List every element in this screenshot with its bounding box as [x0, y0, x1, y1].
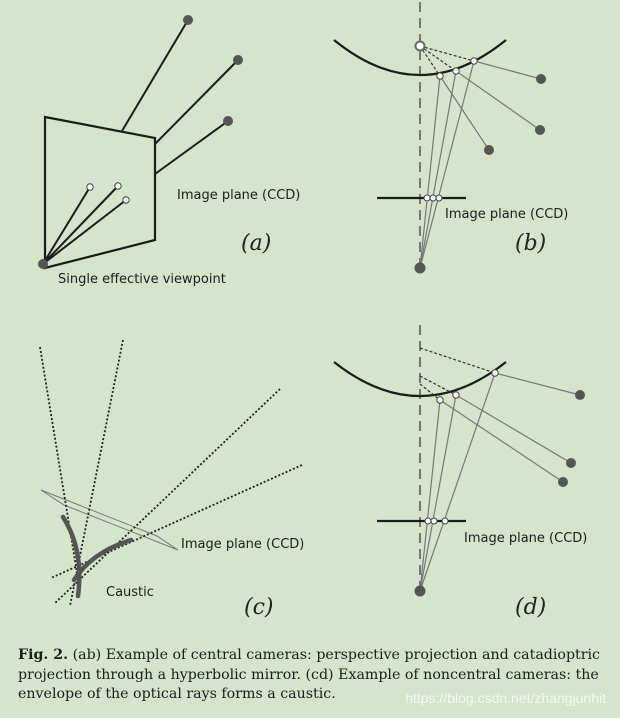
scene-point-d-2	[566, 458, 576, 468]
upper-focus-b	[414, 40, 426, 52]
image-point-a-3	[122, 196, 130, 204]
caustic-label: Caustic	[106, 585, 154, 600]
panel-d: Image plane (CCD) (d)	[333, 325, 587, 620]
focus-ray-b-3	[419, 45, 475, 62]
viewpoint-d	[414, 585, 426, 597]
camera-ray-b-3	[419, 60, 475, 269]
axis-ray-d-1	[419, 347, 496, 374]
focus-ray-b-2	[419, 45, 457, 72]
scene-ray-d-1	[439, 399, 564, 483]
scene-ray-b-1	[439, 75, 490, 151]
viewpoint-a	[38, 259, 48, 269]
image-point-b-2	[429, 194, 437, 202]
panel-tag-c: (c)	[244, 595, 274, 620]
hyperbolic-mirror-d	[333, 361, 507, 397]
scene-ray-d-2	[455, 394, 572, 464]
plane-label-b: Image plane (CCD)	[445, 207, 568, 222]
image-point-a-1	[86, 183, 94, 191]
scene-ray-b-3	[473, 60, 542, 80]
camera-ray-b-1	[419, 75, 441, 269]
scene-ray-d-3	[494, 372, 581, 396]
dotted-ray-c-2	[69, 339, 124, 607]
camera-ray-d-3	[419, 372, 496, 592]
scene-point-a-3	[223, 116, 233, 126]
figure-caption: Fig. 2. (ab) Example of central cameras:…	[18, 646, 608, 705]
camera-ray-d-1	[419, 399, 441, 592]
image-point-b-3	[435, 194, 443, 202]
panel-c: Image plane (CCD) Caustic (c)	[39, 339, 304, 620]
panel-b: Image plane (CCD) (b)	[333, 2, 568, 274]
focus-ray-b-1	[419, 45, 441, 77]
scene-point-d-1	[558, 477, 568, 487]
plane-label-a: Image plane (CCD)	[177, 188, 300, 203]
viewpoint-b	[414, 262, 426, 274]
scene-point-a-2	[233, 55, 243, 65]
panel-tag-a: (a)	[241, 231, 271, 256]
image-point-d-2	[430, 517, 438, 525]
ray-a-5	[42, 185, 119, 265]
image-point-a-2	[114, 182, 122, 190]
image-point-d-1	[424, 517, 432, 525]
caustic-curve	[60, 514, 82, 599]
ray-a-4	[42, 186, 91, 265]
camera-ray-b-2	[419, 70, 457, 269]
mirror-point-d-3	[491, 369, 499, 377]
figure-illustration: Image plane (CCD) Single effective viewp…	[38, 2, 587, 620]
dotted-ray-c-3	[53, 388, 281, 605]
image-plane-c	[40, 489, 179, 551]
scene-point-a-1	[183, 15, 193, 25]
viewpoint-label: Single effective viewpoint	[58, 272, 226, 287]
image-point-b-1	[423, 194, 431, 202]
axis-ray-d-3	[419, 383, 441, 401]
scene-point-b-3	[536, 74, 546, 84]
scene-point-b-2	[535, 125, 545, 135]
mirror-point-b-3	[470, 57, 478, 65]
panel-tag-b: (b)	[515, 231, 546, 256]
axis-ray-d-2	[419, 375, 457, 396]
ray-a-2	[154, 59, 239, 145]
caption-text: (ab) Example of central cameras: perspec…	[18, 647, 600, 702]
plane-label-d: Image plane (CCD)	[464, 531, 587, 546]
scene-point-b-1	[484, 145, 494, 155]
image-plane-a	[43, 115, 157, 270]
scene-point-d-3	[575, 390, 585, 400]
figure-number: Fig. 2.	[18, 647, 69, 663]
mirror-point-b-1	[436, 72, 444, 80]
panel-a: Image plane (CCD) Single effective viewp…	[38, 15, 300, 287]
mirror-point-b-2	[452, 67, 460, 75]
caustic-curve-branch	[71, 537, 134, 583]
watermark: https://blog.csdn.net/zhangjunhit	[405, 690, 606, 706]
ray-a-3	[154, 120, 229, 175]
hyperbolic-mirror-b	[333, 39, 507, 76]
ray-a-1	[121, 19, 189, 132]
image-point-d-3	[441, 517, 449, 525]
mirror-point-d-2	[452, 391, 460, 399]
dotted-ray-c-1	[39, 346, 80, 586]
mirror-point-d-1	[436, 396, 444, 404]
ray-a-6	[42, 199, 127, 265]
plane-label-c: Image plane (CCD)	[181, 537, 304, 552]
scene-ray-b-2	[455, 70, 541, 131]
camera-ray-d-2	[419, 394, 457, 592]
panel-tag-d: (d)	[515, 595, 546, 620]
